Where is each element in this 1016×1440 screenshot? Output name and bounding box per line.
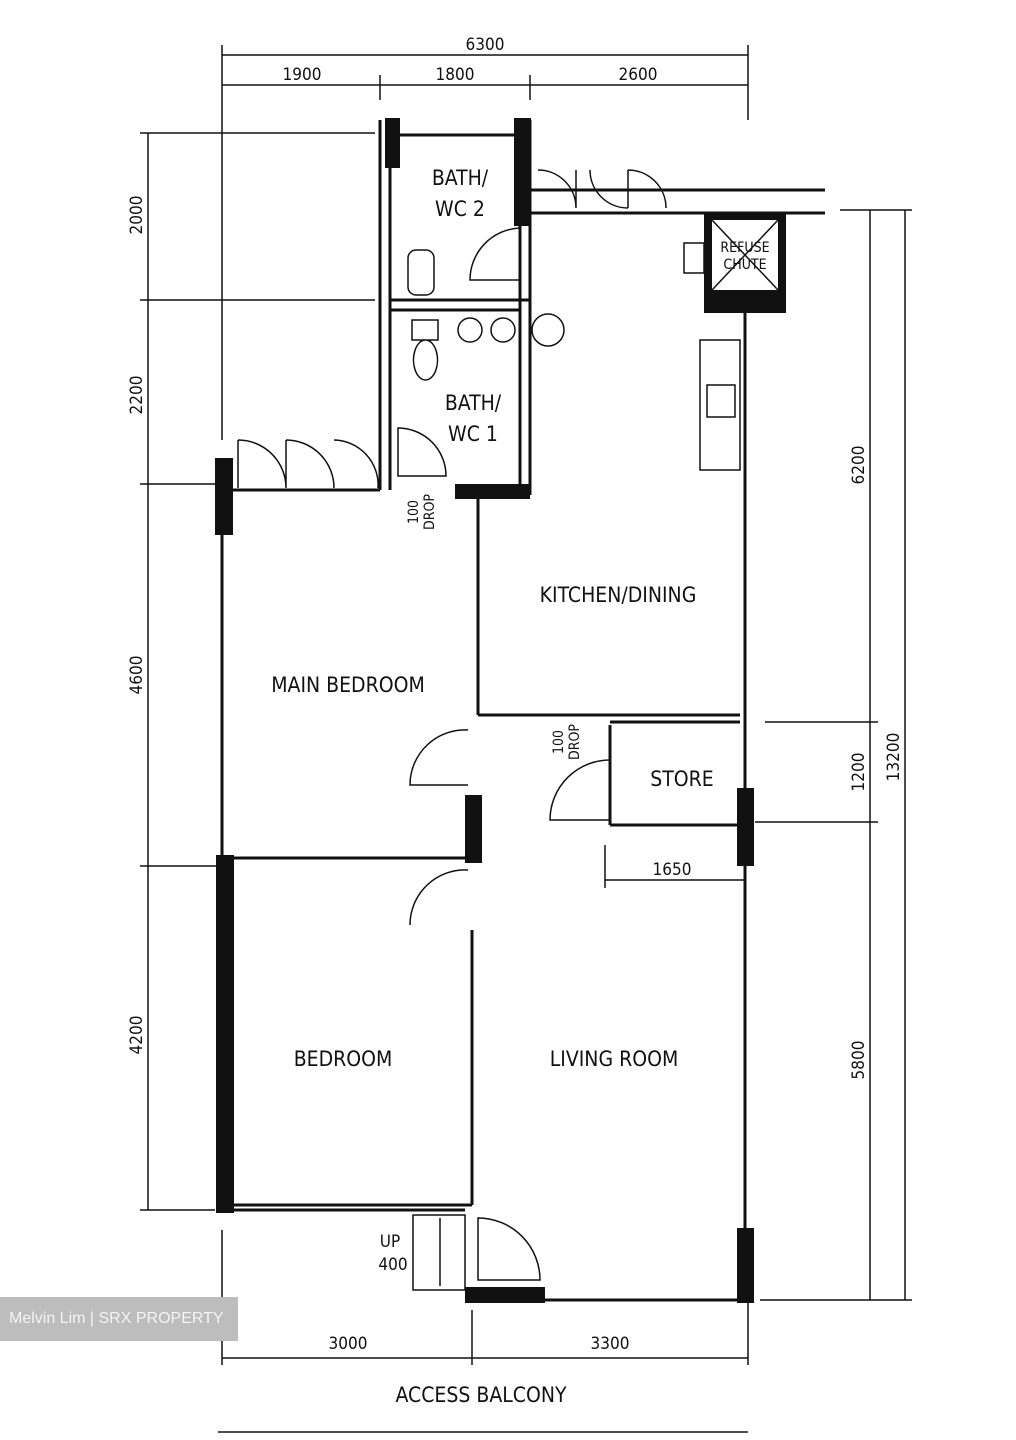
dim-right-2: 1200: [849, 753, 869, 792]
label-drop1-value: 100: [406, 500, 422, 524]
label-drop2-value: 100: [551, 730, 567, 754]
dim-bottom-2: 3300: [591, 1334, 630, 1354]
dim-store-width: 1650: [653, 860, 692, 880]
label-kitchen-dining: KITCHEN/DINING: [540, 583, 697, 607]
label-refuse-line2: CHUTE: [723, 257, 766, 273]
label-step-height: 400: [378, 1255, 407, 1275]
label-drop1-text: DROP: [422, 494, 438, 530]
label-bath1-line1: BATH/: [445, 391, 502, 415]
label-drop2-text: DROP: [567, 724, 583, 760]
room-labels: BATH/ WC 2 BATH/ WC 1 KITCHEN/DINING MAI…: [271, 166, 769, 1407]
walls: [215, 118, 825, 1303]
dim-right-1: 6200: [849, 446, 869, 485]
dim-top-1: 1900: [283, 65, 322, 85]
label-bedroom: BEDROOM: [294, 1047, 393, 1071]
dim-left-4: 4200: [127, 1016, 147, 1055]
dim-left-2: 2200: [127, 376, 147, 415]
doors-fixtures: [237, 169, 741, 1291]
dim-top-total: 6300: [466, 35, 505, 55]
label-bath1-line2: WC 1: [448, 422, 498, 446]
watermark: Melvin Lim | SRX PROPERTY: [0, 1297, 238, 1341]
label-refuse-line1: REFUSE: [720, 240, 769, 256]
dim-top-3: 2600: [619, 65, 658, 85]
label-step-up: UP: [380, 1232, 400, 1252]
dim-bottom-1: 3000: [329, 1334, 368, 1354]
dim-right-3: 5800: [849, 1041, 869, 1080]
label-bath2-line2: WC 2: [435, 197, 485, 221]
label-store: STORE: [650, 767, 713, 791]
dim-left-1: 2000: [127, 196, 147, 235]
dim-right-total: 13200: [884, 733, 904, 782]
dimension-labels: 6300 1900 1800 2600 2000 2200 4600 4200 …: [127, 35, 904, 1354]
label-access-balcony: ACCESS BALCONY: [395, 1383, 566, 1407]
label-bath2-line1: BATH/: [432, 166, 489, 190]
dim-top-2: 1800: [436, 65, 475, 85]
label-main-bedroom: MAIN BEDROOM: [271, 673, 425, 697]
dimension-lines: [140, 45, 912, 1433]
label-living-room: LIVING ROOM: [550, 1047, 679, 1071]
dim-left-3: 4600: [127, 656, 147, 695]
